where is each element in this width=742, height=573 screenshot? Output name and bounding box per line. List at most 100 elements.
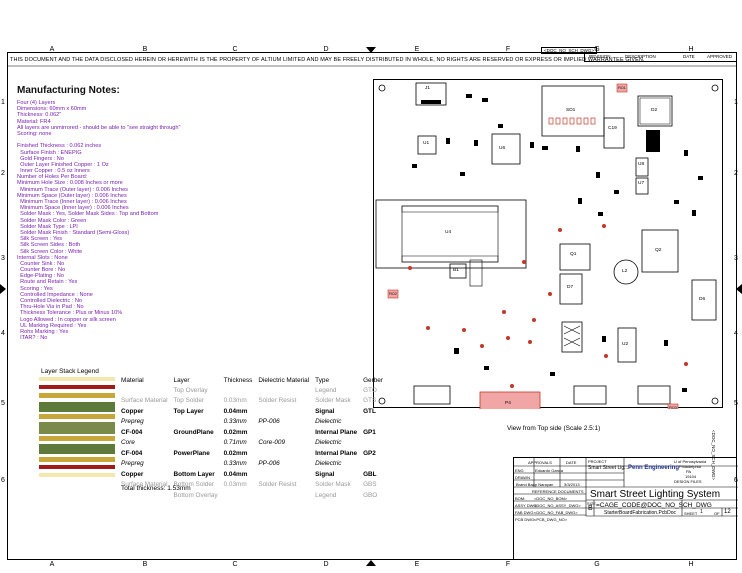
- layer-layer: [171, 417, 221, 428]
- fab-value: <DOC_NO_FAB_DWG>: [534, 510, 578, 515]
- layer-dielectric: Solder Resist: [258, 397, 297, 405]
- note-line: Number of Holes Per Board:: [17, 174, 88, 181]
- ref-fid1: FID1: [618, 86, 626, 90]
- layer-material: Prepreg: [121, 460, 144, 468]
- note-line: Route and Retain : Yes: [17, 279, 78, 286]
- penn-logo: Penn Engineering: [628, 465, 680, 471]
- layer-dielectric: Solder Resist: [258, 481, 297, 489]
- layer-type: Dielectric: [315, 418, 342, 426]
- drawing-frame: [7, 52, 737, 560]
- school: U of Pennsylvania: [674, 459, 707, 464]
- bom-label: BOM:: [515, 496, 526, 501]
- note-line: Minimum Trace (Outer layer) : 0.006 Inch…: [17, 186, 128, 193]
- note-line: ITAR? : No: [17, 335, 48, 342]
- layer-type: Dielectric: [315, 460, 342, 468]
- layer-dielectric: [255, 406, 312, 417]
- ref-fid2: FID2: [389, 292, 397, 296]
- size-label: SIZE: [587, 501, 596, 506]
- layer-layer: [171, 459, 221, 470]
- column-label: F: [505, 46, 511, 53]
- layer-type: Signal: [315, 470, 335, 478]
- checker: Brand Baap Narayan: [516, 482, 554, 487]
- ref-u4: U4: [445, 230, 452, 235]
- note-line: Silk Screen Color : White: [17, 248, 83, 255]
- pcb-label: PCB DWG:: [515, 517, 536, 522]
- ref-u2: U2: [622, 342, 629, 347]
- note-line: Controlled Impedance : None: [17, 291, 93, 298]
- column-label: H: [688, 46, 694, 53]
- pcb-artwork: [375, 82, 719, 419]
- layer-stack-title: Layer Stack Legend: [41, 368, 99, 375]
- layer-dielectric: PP-006: [258, 418, 280, 426]
- layer-material: Prepreg: [121, 418, 144, 426]
- layer-gerber: GP2: [363, 449, 376, 457]
- ref-fid3: FID3: [669, 406, 677, 410]
- revision-col: REVISION: [589, 54, 611, 59]
- layer-gerber: GTS: [363, 397, 377, 405]
- layer-dielectric: [255, 469, 312, 480]
- note-line: Thickness Tolerance : Plus or Minus 10%: [17, 310, 123, 317]
- layer-dielectric: [255, 385, 312, 396]
- layer-layer: Top Overlay: [173, 386, 208, 394]
- ref-q2: Q2: [655, 248, 662, 253]
- column-label: C: [232, 46, 238, 53]
- layer-dielectric: [255, 427, 312, 438]
- row-label: 5: [1, 400, 5, 407]
- layer-material: Surface Material: [121, 481, 168, 489]
- column-label: E: [414, 561, 420, 568]
- column-label: C: [232, 561, 238, 568]
- note-line: Scoring: none: [17, 130, 52, 137]
- manufacturing-notes-title: Manufacturing Notes:: [17, 85, 120, 96]
- layer-stack-header: Material Layer Thickness Dielectric Mate…: [118, 375, 386, 385]
- note-line: Finished Thickness : 0.062 inches: [17, 143, 102, 150]
- file-name: StarterBoardFabrication.PcbDoc: [604, 510, 676, 516]
- column-label: H: [688, 561, 694, 568]
- column-label: E: [414, 46, 420, 53]
- row-label: 6: [1, 477, 5, 484]
- doc-number-vertical: <DOC_NO_SCH_DWG>: [711, 430, 716, 481]
- layer-dielectric: [255, 448, 312, 459]
- title-block-lines: [514, 458, 738, 517]
- note-line: Internal Slots : None: [17, 254, 68, 261]
- note-line: Counter Sink : No: [17, 260, 65, 267]
- note-line: Inner Copper : 0.5 oz Inners: [17, 168, 90, 175]
- layer-type: Legend: [315, 386, 337, 394]
- layer-stack-graphic: [39, 377, 115, 477]
- header-gerber: Gerber: [363, 376, 383, 384]
- layer-thickness: 0.04mm: [223, 470, 248, 478]
- row-label: 3: [734, 255, 738, 262]
- ref-q1: Q1: [570, 252, 577, 257]
- note-line: Solder Mask Finish : Standard (Semi-Glos…: [17, 229, 130, 236]
- layer-gerber: [360, 438, 386, 449]
- layer-type: Dielectric: [315, 439, 342, 447]
- header-dielectric: Dielectric Material: [258, 376, 310, 384]
- note-line: Rohs Marking : Yes: [17, 328, 69, 335]
- layer-gerber: GBL: [363, 470, 377, 478]
- note-line: Edge-Plating : No: [17, 273, 64, 280]
- layer-thickness: 0.03mm: [223, 481, 247, 489]
- ref-u1: U1: [423, 141, 430, 146]
- column-label: D: [323, 561, 329, 568]
- note-line: Surface Finish : ENEPIG: [17, 149, 82, 156]
- layer-layer: PowerPlane: [173, 449, 210, 457]
- layer-material: Copper: [121, 470, 144, 478]
- description-col: DESCRIPTION: [625, 54, 656, 59]
- note-line: Gold Fingers : No: [17, 155, 64, 162]
- layer-thickness: 0.71mm: [223, 439, 247, 447]
- header-type: Type: [315, 376, 330, 384]
- column-label: D: [323, 46, 329, 53]
- note-line: Thickness: 0.062": [17, 112, 62, 119]
- layer-material: Core: [121, 439, 135, 447]
- row-label: 5: [734, 400, 738, 407]
- doc-number-box: <DOC_NO_SCH_DWG>: [541, 47, 598, 54]
- layer-thickness: 0.33mm: [223, 460, 247, 468]
- layer-type: Internal Plane: [315, 449, 358, 457]
- note-line: Solder Mask Color : Green: [17, 217, 87, 224]
- header-material: Material: [121, 376, 144, 384]
- assy-label: ASSY DWG:: [515, 503, 538, 508]
